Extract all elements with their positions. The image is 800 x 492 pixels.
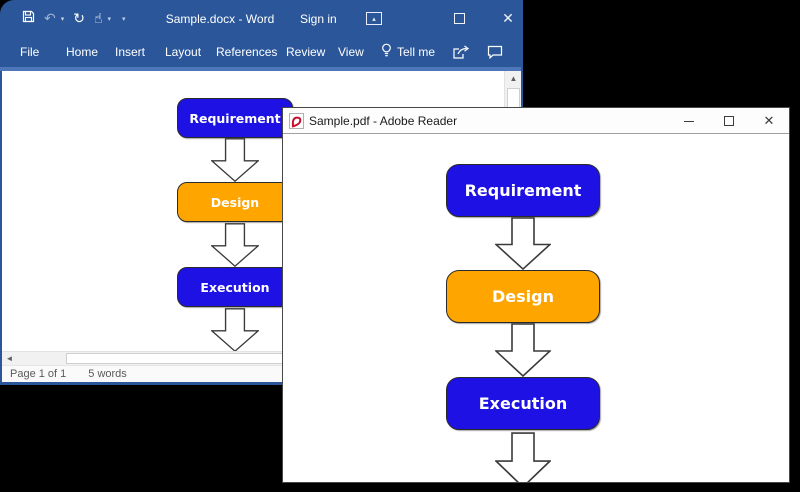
horizontal-scrollbar-thumb[interactable] — [66, 353, 316, 364]
word-flowchart-arrow-3[interactable] — [211, 308, 259, 351]
word-titlebar[interactable]: ↶ ▾ ↻ ☝ ▾ ▾ Sample.docx - Word Sign in ▴ ✕ — [0, 0, 523, 37]
comments-icon[interactable] — [487, 37, 503, 67]
customize-quick-access-icon[interactable]: ▾ — [122, 15, 126, 23]
word-close-button[interactable]: ✕ — [502, 10, 514, 26]
share-icon[interactable] — [452, 37, 470, 67]
tab-view[interactable]: View — [338, 45, 364, 59]
word-flowchart-arrow-1[interactable] — [211, 138, 259, 182]
adobe-titlebar[interactable]: Sample.pdf - Adobe Reader ✕ — [283, 108, 789, 134]
tab-insert[interactable]: Insert — [115, 45, 146, 59]
minimize-icon — [684, 120, 694, 122]
save-icon[interactable] — [22, 10, 35, 28]
tab-file[interactable]: File — [20, 45, 40, 59]
pdf-flowchart-node-requirement: Requirement — [446, 164, 600, 217]
ribbon-tab-bar: File Home Insert Layout References Revie… — [0, 37, 523, 67]
page-count-status[interactable]: Page 1 of 1 — [10, 368, 67, 380]
ribbon-collapsed-strip — [0, 67, 521, 71]
scroll-left-icon[interactable]: ◄ — [5, 354, 14, 363]
pdf-file-icon — [289, 112, 304, 129]
sign-in-link[interactable]: Sign in — [300, 11, 337, 26]
undo-icon[interactable]: ↶ — [44, 10, 56, 27]
scroll-up-icon[interactable]: ▲ — [509, 74, 518, 83]
ribbon-display-options-icon[interactable]: ▴ — [366, 12, 382, 25]
pdf-flowchart-node-design: Design — [446, 270, 600, 323]
word-maximize-button[interactable] — [454, 13, 465, 24]
redo-icon[interactable]: ↻ — [73, 10, 85, 27]
tab-review[interactable]: Review — [286, 45, 326, 59]
tell-me-label: Tell me — [397, 45, 436, 59]
tell-me-box[interactable]: Tell me — [381, 37, 435, 67]
adobe-minimize-button[interactable] — [669, 108, 709, 134]
pdf-page-content: Requirement Design Execution — [283, 134, 789, 482]
adobe-maximize-button[interactable] — [709, 108, 749, 134]
word-flowchart-node-requirement[interactable]: Requirement — [177, 98, 293, 138]
word-flowchart-arrow-2[interactable] — [211, 223, 259, 267]
adobe-window-title: Sample.pdf - Adobe Reader — [309, 113, 458, 128]
close-icon: ✕ — [763, 113, 775, 128]
tab-home[interactable]: Home — [66, 45, 99, 59]
tab-references[interactable]: References — [216, 45, 278, 59]
adobe-window-controls: ✕ — [669, 108, 789, 134]
pdf-flowchart-arrow-1 — [495, 217, 551, 270]
pdf-flowchart-arrow-3 — [495, 432, 551, 482]
word-flowchart-node-execution[interactable]: Execution — [177, 267, 293, 307]
word-minimize-button[interactable] — [402, 0, 434, 37]
pdf-flowchart-arrow-2 — [495, 323, 551, 377]
lightbulb-icon — [381, 43, 392, 61]
adobe-close-button[interactable]: ✕ — [749, 108, 789, 134]
touch-mode-dropdown-icon[interactable]: ▾ — [107, 15, 112, 23]
word-count-status[interactable]: 5 words — [88, 368, 127, 380]
undo-dropdown-icon[interactable]: ▾ — [60, 15, 65, 23]
pdf-flowchart-node-execution: Execution — [446, 377, 600, 430]
tab-layout[interactable]: Layout — [165, 45, 202, 59]
touch-mouse-mode-icon[interactable]: ☝ — [93, 10, 103, 27]
word-window-title: Sample.docx - Word — [165, 11, 275, 26]
adobe-reader-window: Sample.pdf - Adobe Reader ✕ Requirement … — [282, 107, 790, 483]
word-flowchart-node-design[interactable]: Design — [177, 182, 293, 222]
maximize-icon — [724, 116, 734, 126]
quick-access-toolbar: ↶ ▾ ↻ ☝ ▾ ▾ — [22, 0, 126, 37]
